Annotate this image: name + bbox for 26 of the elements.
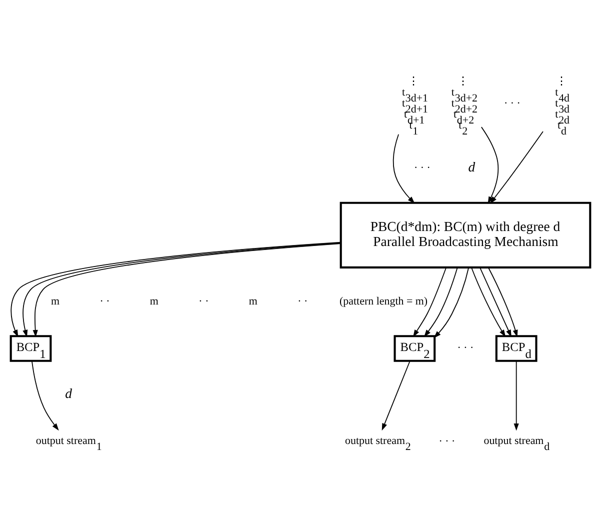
arrow (471, 267, 506, 337)
arrow (480, 267, 512, 338)
label: d (65, 386, 72, 401)
arrow (392, 134, 415, 204)
arrow (488, 267, 518, 338)
arrow (382, 360, 410, 431)
label: · · · (504, 98, 520, 110)
arrow (490, 131, 544, 204)
arrow (424, 267, 458, 337)
label: · · (298, 295, 308, 308)
label: d (468, 159, 476, 174)
label: · · · (438, 436, 456, 448)
arrow (481, 126, 499, 204)
label: · · · (457, 342, 474, 354)
arrow (413, 267, 447, 338)
label: m (150, 295, 158, 308)
label: · · · (414, 162, 430, 174)
label: · · (100, 295, 110, 308)
node-box: PBC(d*dm): BC(m) with degree d Parallel Broadcasting Mechanism (340, 202, 592, 268)
label: (pattern length = m) (339, 295, 428, 308)
label: m (248, 295, 258, 308)
arrow (514, 360, 519, 431)
arrow (434, 267, 470, 338)
label: · · (198, 295, 209, 308)
arrow (32, 360, 59, 431)
label: m (51, 295, 60, 308)
